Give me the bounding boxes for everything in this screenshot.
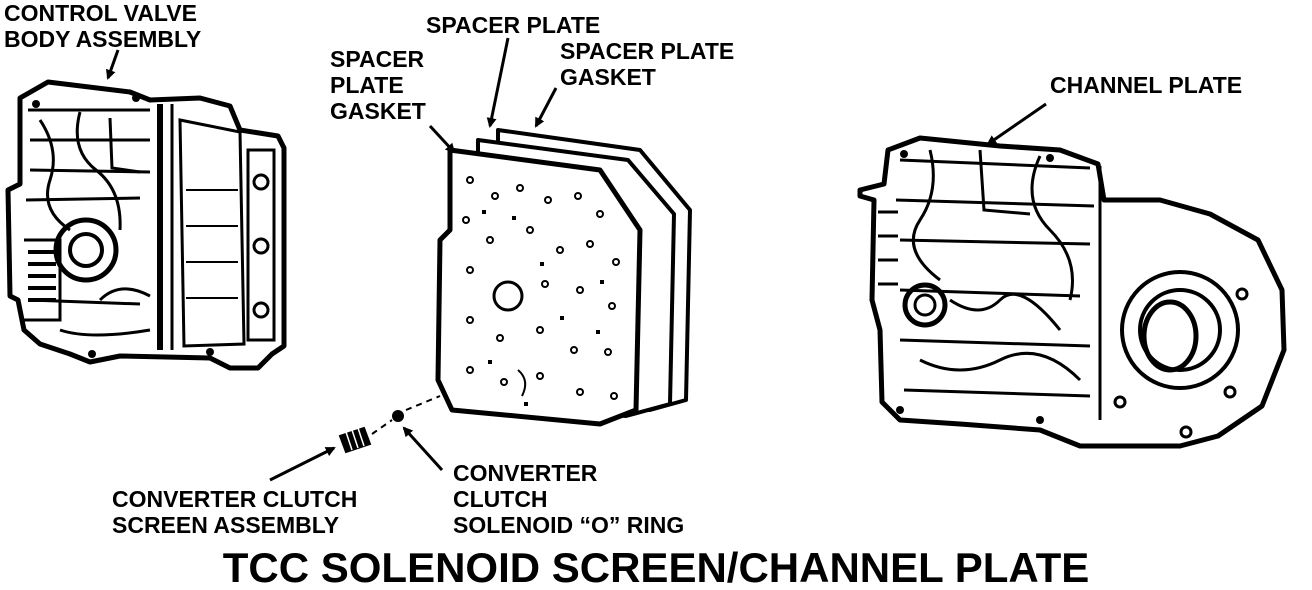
converter-clutch-screen-illustration (338, 426, 372, 454)
label-line: GASKET (560, 64, 656, 90)
converter-clutch-oring-illustration (392, 410, 404, 422)
label-line: CLUTCH (453, 486, 548, 512)
label-line: PLATE (330, 72, 404, 98)
arrow-channel-plate (986, 102, 1047, 146)
arrow-converter-clutch-oring (402, 426, 444, 472)
control-valve-body-illustration (5, 79, 287, 371)
label-line: CONTROL VALVE (4, 0, 197, 26)
label-line: SOLENOID “O” RING (453, 512, 685, 538)
label-line: BODY ASSEMBLY (4, 26, 202, 52)
arrow-spacer-plate-gasket-left (428, 124, 456, 154)
arrow-converter-clutch-screen (269, 446, 336, 482)
label-line: SCREEN ASSEMBLY (112, 512, 340, 538)
label-line: CHANNEL PLATE (1050, 72, 1243, 98)
label-control-valve-body-assembly: CONTROL VALVE BODY ASSEMBLY (4, 0, 201, 52)
label-channel-plate: CHANNEL PLATE (1050, 72, 1242, 98)
arrow-spacer-plate (486, 37, 510, 128)
label-line: SPACER (330, 46, 425, 72)
label-line: CONVERTER CLUTCH (112, 486, 358, 512)
arrow-spacer-plate-gasket-right (534, 87, 558, 128)
label-spacer-plate: SPACER PLATE (426, 12, 600, 38)
arrow-control-valve (105, 49, 120, 80)
label-line: CONVERTER (453, 460, 598, 486)
label-converter-clutch-screen-assembly: CONVERTER CLUTCH SCREEN ASSEMBLY (112, 486, 357, 538)
label-spacer-plate-gasket-left: SPACER PLATE GASKET (330, 46, 426, 124)
label-line: SPACER PLATE (426, 12, 601, 38)
diagram-title: TCC SOLENOID SCREEN/CHANNEL PLATE (222, 544, 1090, 590)
label-converter-clutch-solenoid-oring: CONVERTER CLUTCH SOLENOID “O” RING (453, 460, 684, 538)
label-line: SPACER PLATE (560, 38, 735, 64)
label-spacer-plate-gasket-right: SPACER PLATE GASKET (560, 38, 734, 90)
label-line: GASKET (330, 98, 426, 124)
channel-plate-illustration (857, 135, 1287, 449)
leader-arrows (105, 37, 1047, 482)
spacer-plate-stack-illustration (435, 128, 692, 427)
assembly-dashed-line (371, 395, 441, 435)
